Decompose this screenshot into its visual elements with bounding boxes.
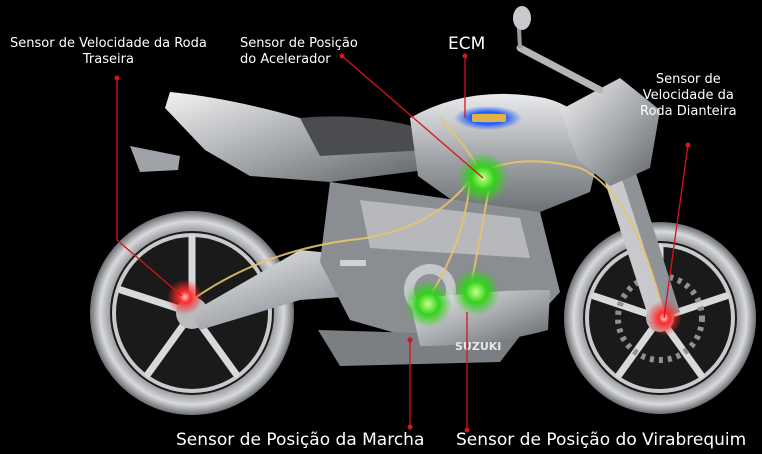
rear-wheel-speed-sensor-marker xyxy=(167,279,203,315)
crankshaft-position-sensor-label: Sensor de Posição do Virabrequim xyxy=(456,430,747,450)
ecm-label: ECM xyxy=(448,34,486,54)
gear-position-sensor-label: Sensor de Posição da Marcha xyxy=(176,430,425,450)
tail-section xyxy=(165,92,425,182)
leader-dots xyxy=(114,53,691,433)
handlebar xyxy=(513,6,604,94)
ecm-unit xyxy=(472,114,506,122)
tail-bracket xyxy=(130,146,180,172)
footpeg xyxy=(340,260,366,266)
brand-logo: SUZUKI xyxy=(455,340,501,353)
leader-lines xyxy=(116,55,689,430)
seat xyxy=(300,116,428,156)
front-cowl xyxy=(560,78,660,186)
gear-position-sensor-marker xyxy=(404,280,452,328)
crankshaft-position-sensor-marker xyxy=(452,268,500,316)
